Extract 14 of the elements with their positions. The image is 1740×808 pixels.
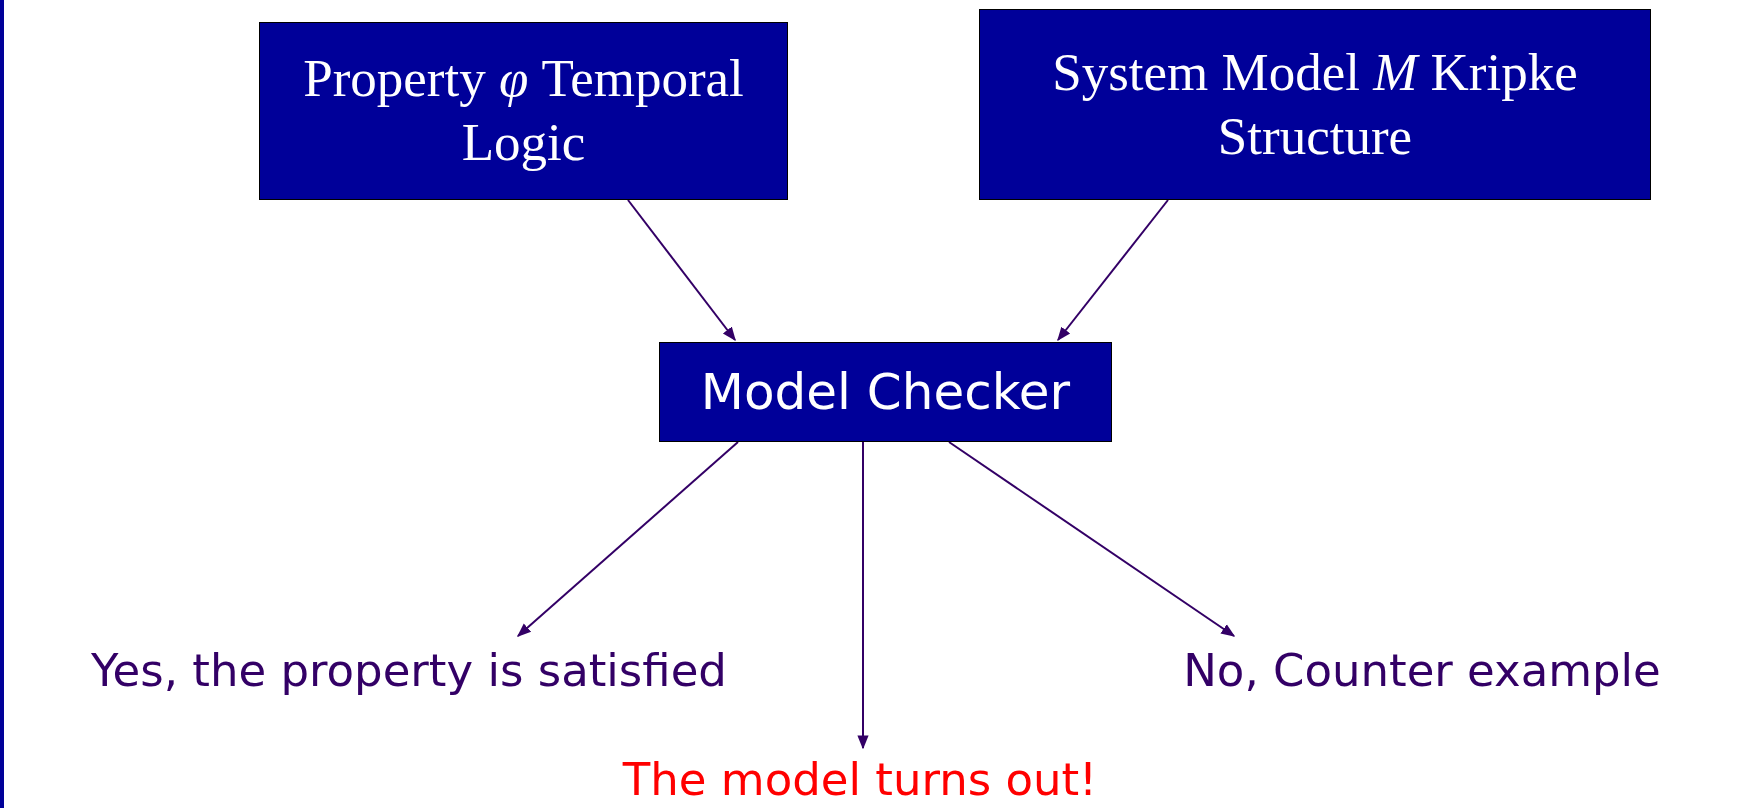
result-text: No, Counter example xyxy=(1183,643,1661,697)
arrow xyxy=(1057,199,1169,342)
input-box xyxy=(979,9,1651,200)
input-box xyxy=(259,22,788,200)
arrow xyxy=(857,441,869,750)
box-label: System Model M Kripke Structure xyxy=(1051,41,1579,167)
arrow xyxy=(627,199,736,342)
result-text: Yes, the property is satisfied xyxy=(91,643,727,697)
arrow xyxy=(516,441,739,637)
box-label: Model Checker xyxy=(700,363,1071,421)
process-box xyxy=(659,342,1112,442)
arrow xyxy=(948,441,1236,637)
result-text: The model turns out! xyxy=(622,752,1098,806)
box-label: Property φ Temporal Logic xyxy=(302,48,745,173)
